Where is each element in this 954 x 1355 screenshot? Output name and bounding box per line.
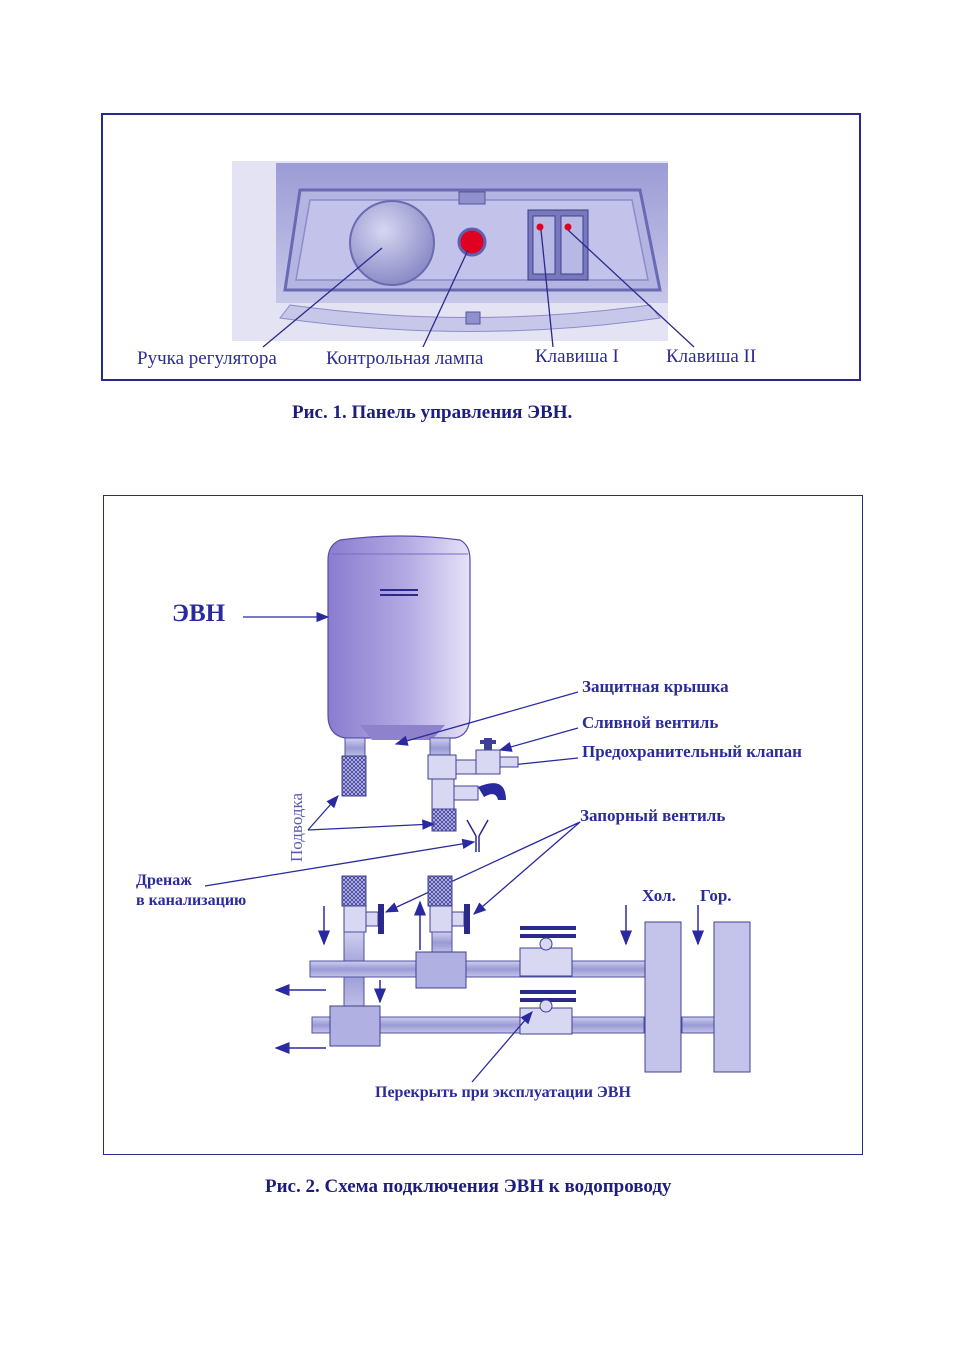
connection-scheme <box>204 535 751 1083</box>
figure2-caption: Рис. 2. Схема подключения ЭВН к водопров… <box>265 1176 672 1197</box>
figure2-frame <box>103 495 863 1155</box>
heater-label: ЭВН <box>172 600 226 627</box>
key2-label: Клавиша II <box>666 346 757 367</box>
lamp-label: Контрольная лампа <box>326 348 484 369</box>
drain-label-line2: в канализацию <box>136 892 247 909</box>
shutoff-valve-label: Запорный вентиль <box>580 806 726 825</box>
cold-label: Хол. <box>642 886 676 905</box>
figure1-caption: Рис. 1. Панель управления ЭВН. <box>292 402 573 423</box>
hot-label: Гор. <box>700 886 732 905</box>
close-note-label: Перекрыть при эксплуатации ЭВН <box>375 1084 631 1101</box>
knob-label: Ручка регулятора <box>137 348 277 369</box>
indicator-lamp-icon <box>457 227 487 257</box>
drain-valve-label: Сливной вентиль <box>582 713 719 732</box>
key-1-switch[interactable] <box>532 215 556 275</box>
regulator-knob-icon[interactable] <box>349 200 435 286</box>
key-2-switch[interactable] <box>560 215 584 275</box>
key1-label: Клавиша I <box>535 346 619 367</box>
water-heater-tank <box>327 535 471 739</box>
supply-label: Подводка <box>287 792 306 862</box>
cover-label: Защитная крышка <box>582 677 729 696</box>
drain-label-line1: Дренаж <box>136 872 192 889</box>
safety-valve-label: Предохранительный клапан <box>582 742 802 761</box>
control-panel <box>232 161 695 348</box>
figure1-frame <box>101 113 861 381</box>
